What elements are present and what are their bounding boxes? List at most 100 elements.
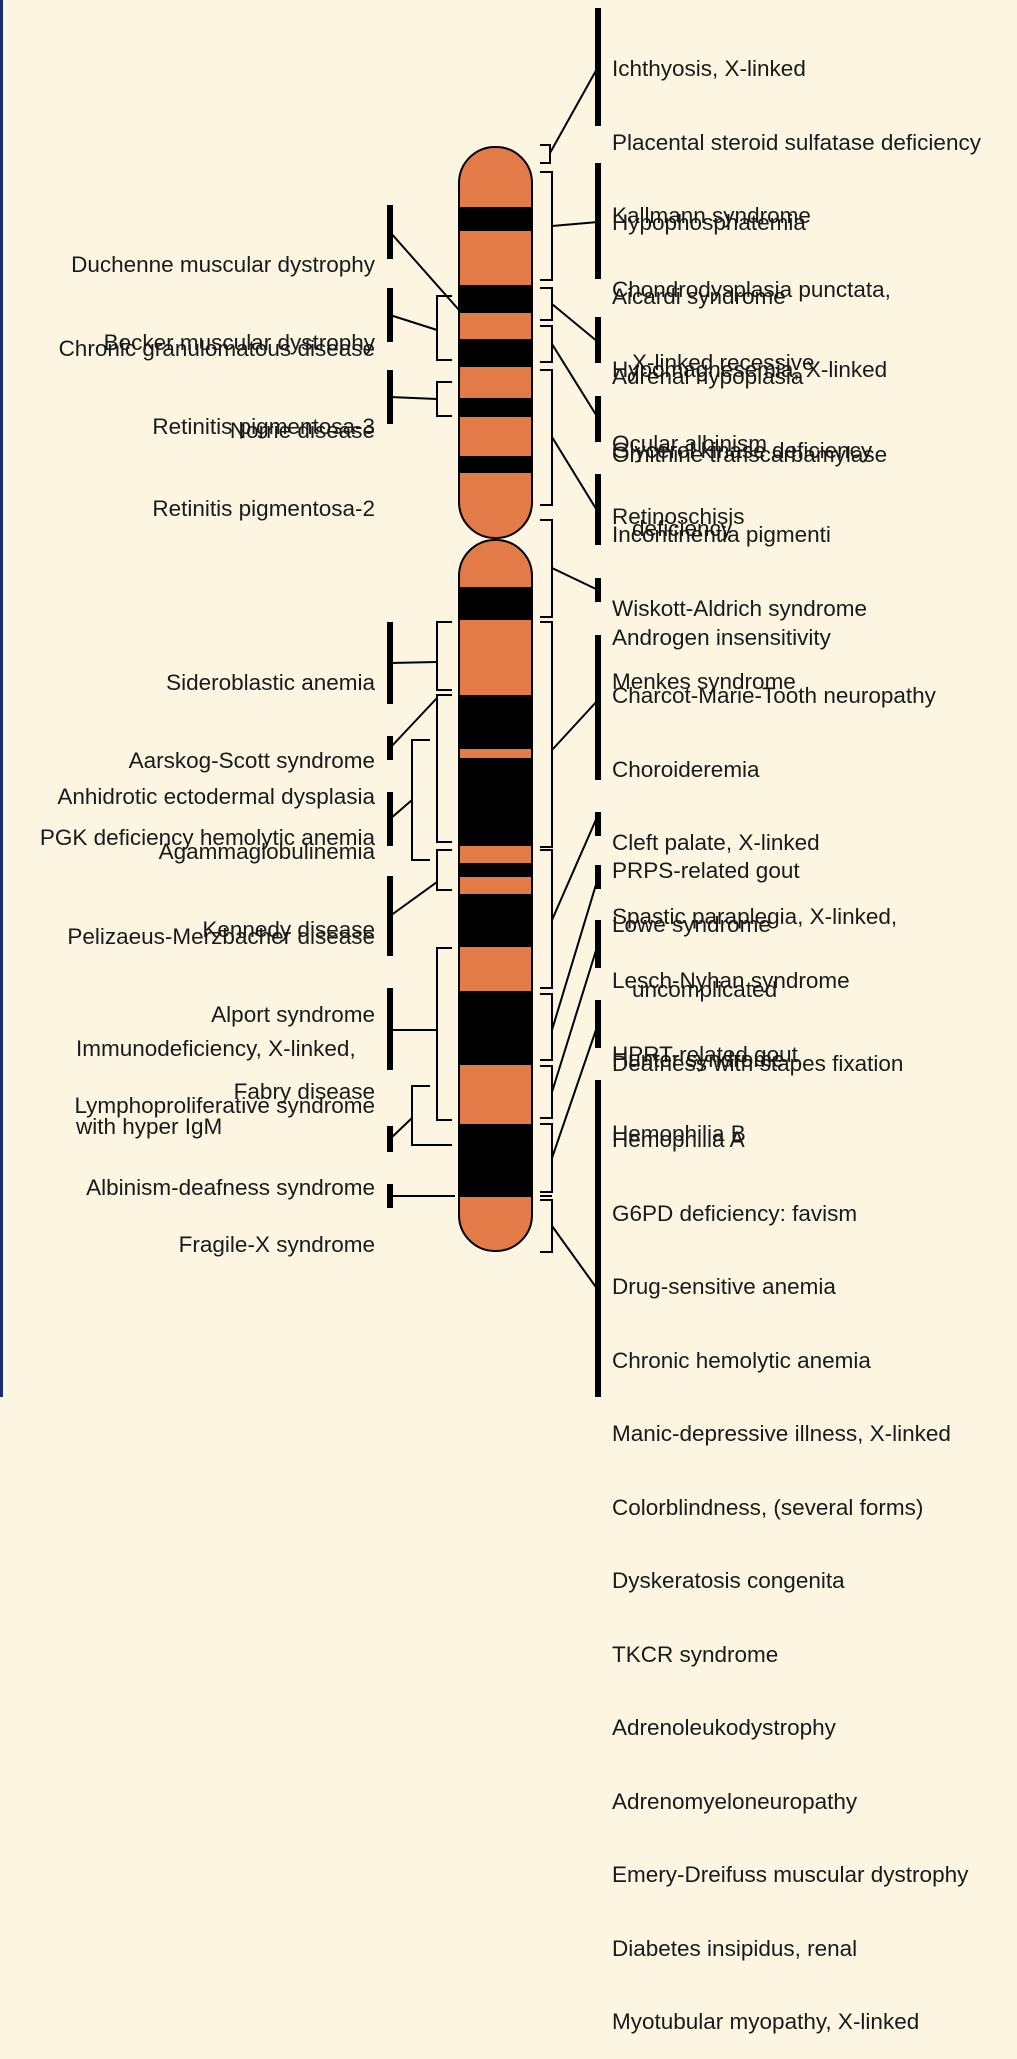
label-group-dmd: Duchenne muscular dystrophy Becker muscu…: [71, 202, 375, 382]
label-group-hemophilia-a: Hemophilia A G6PD deficiency: favism Dru…: [612, 1079, 968, 2059]
chromosome-q-arm: [458, 539, 533, 1252]
label-line: Androgen insensitivity: [612, 625, 831, 650]
label-line: Hypomagnesemia, X-linked: [612, 357, 888, 382]
label-line: Retinitis pigmentosa-3: [152, 413, 375, 439]
label-line: Becker muscular dystrophy: [103, 329, 375, 355]
label-line: Hypophosphatemia: [612, 210, 806, 235]
label-line: Retinoschisis: [612, 504, 745, 529]
label-line: Incontinentia pigmenti: [612, 522, 831, 547]
label-line: Drug-sensitive anemia: [612, 1274, 836, 1299]
label-line: Pelizaeus-Merzbacher disease: [67, 924, 375, 949]
label-line: Myotubular myopathy, X-linked: [612, 2009, 920, 2034]
label-line: Fragile-X syndrome: [178, 1232, 375, 1257]
label-line: Deafness with stapes fixation: [612, 1050, 904, 1076]
label-group-pmd: Pelizaeus-Merzbacher disease Alport synd…: [67, 874, 375, 1131]
band-q22-3: [459, 894, 532, 947]
label-group-agamma: Agammaglobulinemia Kennedy disease: [159, 789, 375, 969]
x-chromosome-diagram: [387, 8, 601, 1397]
label-line: Chondrodysplasia punctata,: [612, 276, 891, 302]
label-line: Hemophilia B: [612, 1120, 746, 1146]
label-line: Hemophilia A: [612, 1127, 745, 1152]
band-q27: [459, 1124, 532, 1197]
label-line: Duchenne muscular dystrophy: [71, 252, 375, 277]
label-line: Placental steroid sulfatase deficiency: [612, 129, 981, 155]
label-group-lowe: Lowe syndrome: [612, 864, 771, 962]
label-line: Aicardi syndrome: [612, 283, 786, 309]
label-line: Lesch-Nyhan syndrome: [612, 968, 850, 993]
label-line: Dyskeratosis congenita: [612, 1568, 845, 1593]
label-line: Retinitis pigmentosa-2: [152, 495, 375, 521]
label-line: Cleft palate, X-linked: [612, 830, 820, 855]
page-left-edge: [0, 0, 3, 1397]
label-group-cgd: Chronic granulomatous disease Retinitis …: [59, 286, 375, 466]
label-line: Choroideremia: [612, 756, 760, 782]
label-group-sidero: Sideroblastic anemia Aarskog-Scott syndr…: [40, 620, 375, 877]
label-line: uncomplicated: [632, 977, 778, 1002]
label-line: Lowe syndrome: [612, 912, 771, 937]
label-line: Anhidrotic ectodermal dysplasia: [57, 784, 375, 809]
label-line: Adrenomyeloneuropathy: [612, 1788, 858, 1814]
label-line: Chronic hemolytic anemia: [612, 1347, 871, 1373]
label-group-norrie: Norrie disease Retinitis pigmentosa-2: [152, 368, 375, 548]
label-group-prps: PRPS-related gout: [612, 810, 800, 908]
band-q25: [459, 991, 532, 1065]
label-line: deficiency: [632, 515, 733, 541]
left-connectors: [389, 231, 460, 1197]
label-group-otc: Ornithine transcarbamylase deficiency: [612, 394, 887, 566]
label-line: PRPS-related gout: [612, 858, 800, 883]
label-group-androgen: Androgen insensitivity: [612, 577, 831, 675]
label-line: Spastic paraplegia, X-linked,: [612, 903, 898, 929]
label-line: Fabry disease: [233, 1079, 375, 1104]
label-group-ichthyosis: Ichthyosis, X-linked Placental steroid s…: [612, 8, 981, 400]
label-line: Manic-depressive illness, X-linked: [612, 1421, 951, 1446]
label-line: Colorblindness, (several forms): [612, 1494, 924, 1520]
band-q12: [459, 587, 532, 620]
band-p11-1: [459, 456, 532, 473]
right-connectors: [540, 66, 599, 1291]
label-line: Menkes syndrome: [612, 669, 796, 694]
label-group-adrenal: Adrenal hypoplasia Glycerol kinase defic…: [612, 316, 872, 488]
band-p11-4: [459, 285, 532, 313]
label-line: HPRT-related gout: [612, 1041, 798, 1067]
label-line: Aarskog-Scott syndrome: [128, 747, 375, 773]
label-group-hypophos: Hypophosphatemia Aicardi syndrome Hypoma…: [612, 162, 887, 554]
label-line: TKCR syndrome: [612, 1641, 779, 1667]
label-group-fragile: Fragile-X syndrome: [179, 1182, 375, 1284]
band-q21-3: [459, 758, 532, 846]
label-line: Adrenoleukodystrophy: [612, 1715, 836, 1740]
label-line: Lymphoproliferative syndrome: [74, 1093, 375, 1118]
label-line: Chronic granulomatous disease: [58, 336, 375, 361]
band-q21-1: [459, 695, 532, 749]
label-line: G6PD deficiency: favism: [612, 1200, 858, 1226]
label-line: Immunodeficiency, X-linked,: [76, 1036, 356, 1061]
label-line: Hunter syndrome: [612, 1047, 785, 1072]
label-line: Diabetes insipidus, renal: [612, 1935, 858, 1961]
label-line: Agammaglobulinemia: [158, 839, 375, 864]
label-line: Alport syndrome: [211, 1001, 375, 1027]
label-line: Wiskott-Aldrich syndrome: [612, 595, 868, 621]
label-group-hunter: Hunter syndrome Hemophilia B: [612, 999, 785, 1171]
label-group-cmt: Charcot-Marie-Tooth neuropathy Choroider…: [612, 635, 936, 1101]
label-line: with hyper IgM: [76, 1113, 223, 1139]
label-group-lesch: Lesch-Nyhan syndrome HPRT-related gout: [612, 920, 850, 1092]
label-line: Norrie disease: [229, 418, 375, 443]
band-p11-2: [459, 398, 532, 417]
label-line: Albinism-deafness syndrome: [86, 1175, 375, 1200]
label-line: Ornithine transcarbamylase: [612, 442, 888, 467]
band-q22-1: [459, 863, 532, 877]
label-group-albin: Albinism-deafness syndrome: [86, 1125, 375, 1227]
label-group-anhid: Anhidrotic ectodermal dysplasia: [57, 734, 375, 836]
label-line: Charcot-Marie-Tooth neuropathy: [612, 683, 936, 708]
label-line: Glycerol kinase deficiency: [612, 437, 873, 463]
label-line: Kallmann syndrome: [612, 203, 811, 228]
label-line: Sideroblastic anemia: [166, 670, 375, 695]
chromosome-p-arm: [458, 146, 533, 539]
label-line: Kennedy disease: [202, 916, 375, 942]
label-group-immuno: Immunodeficiency, X-linked, with hyper I…: [76, 986, 356, 1166]
label-line: X-linked recessive: [632, 350, 815, 375]
label-line: Ichthyosis, X-linked: [612, 56, 806, 81]
label-group-lympho: Lymphoproliferative syndrome: [74, 1043, 375, 1145]
band-p11-3: [459, 339, 532, 367]
label-line: Adrenal hypoplasia: [612, 364, 804, 389]
label-line: Emery-Dreifuss muscular dystrophy: [612, 1862, 969, 1887]
